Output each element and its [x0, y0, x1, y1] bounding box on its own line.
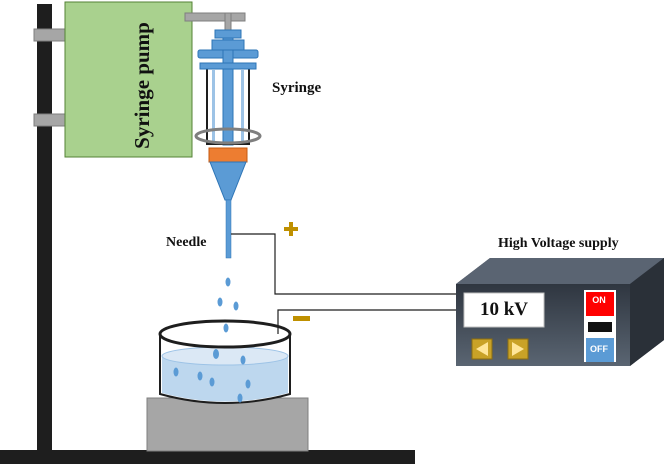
droplet [225, 277, 231, 287]
syringe-barrel-bar [199, 62, 257, 70]
syringe-pump-body [64, 1, 193, 158]
increase-arrow-button[interactable] [507, 338, 529, 360]
stand-pole [37, 4, 52, 452]
droplet [217, 297, 223, 307]
plunger-collar [211, 39, 245, 51]
droplet [237, 393, 243, 403]
droplet [223, 323, 229, 333]
collector-stage [146, 397, 309, 452]
syringe-barrel-right-line [241, 70, 244, 142]
droplet [197, 371, 203, 381]
syringe-pump-label: Syringe pump [129, 21, 154, 149]
syringe-label: Syringe [272, 80, 322, 96]
decrease-arrow-button[interactable] [471, 338, 493, 360]
beaker [158, 319, 292, 404]
voltage-display [463, 292, 545, 328]
droplet [213, 349, 219, 359]
droplet [245, 379, 251, 389]
off-button[interactable] [586, 338, 614, 362]
syringe-cone [209, 161, 247, 201]
syringe-orange-tip [208, 147, 248, 163]
needle-label: Needle [166, 235, 207, 250]
syringe-barrel-left-line [212, 70, 215, 142]
syringe-flange-ring [194, 127, 262, 145]
pump-arm-hook [224, 12, 232, 31]
high-voltage-supply-label: High Voltage supply [498, 236, 619, 251]
negative-terminal-minus [293, 316, 310, 321]
voltage-readout: 10 kV [479, 299, 529, 320]
switch-toggle[interactable] [588, 322, 612, 332]
stand-base [0, 450, 415, 464]
plunger-cap [214, 29, 242, 39]
positive-terminal-plus [284, 222, 298, 236]
on-button[interactable] [586, 292, 614, 316]
syringe-pump-label-box: Syringe pump [96, 20, 188, 150]
droplet [173, 367, 179, 377]
pump-arm [184, 12, 246, 22]
droplet [240, 355, 246, 365]
droplet [209, 377, 215, 387]
droplet [233, 301, 239, 311]
on-label: ON [592, 295, 606, 305]
needle [225, 199, 232, 259]
positive-wire [231, 233, 460, 295]
off-label: OFF [590, 344, 608, 354]
